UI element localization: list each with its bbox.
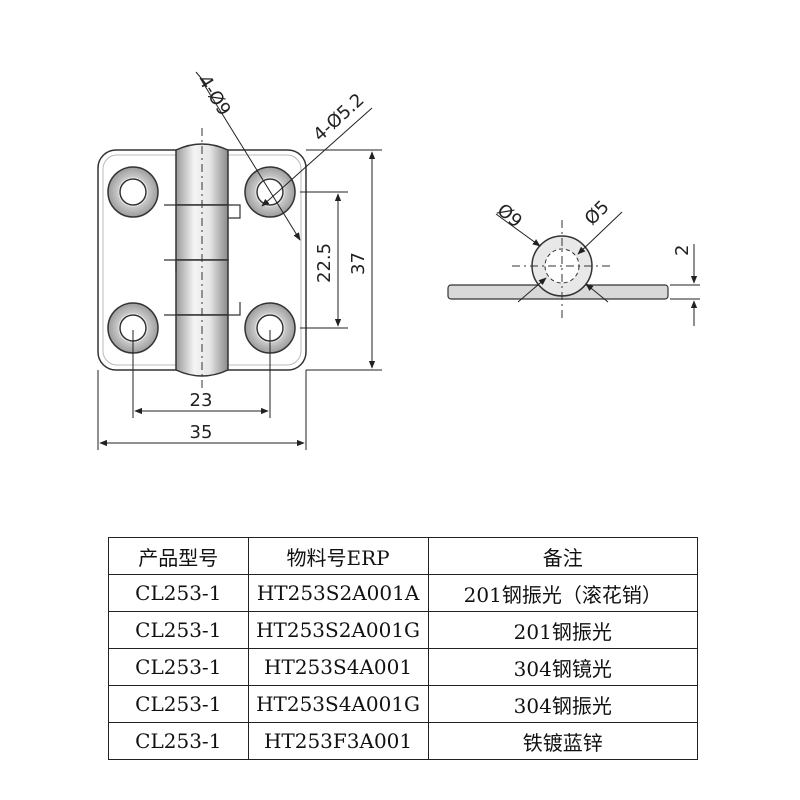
cell-model: CL253-1 bbox=[108, 611, 249, 649]
dim-width-inner: 23 bbox=[190, 390, 213, 411]
cell-erp: HT253S4A001 bbox=[247, 648, 429, 686]
side-leaders bbox=[495, 211, 700, 326]
table-row: CL253-1 HT253S4A001G 304钢振光 bbox=[108, 685, 698, 723]
cell-note: 304钢振光 bbox=[427, 685, 698, 723]
header-note: 备注 bbox=[427, 537, 698, 575]
dim-height-total: 37 bbox=[348, 252, 369, 275]
horizontal-dimensions bbox=[97, 330, 307, 450]
mounting-holes bbox=[107, 166, 296, 354]
vertical-dimensions bbox=[300, 149, 382, 371]
dim-width-total: 35 bbox=[190, 422, 213, 443]
cell-model: CL253-1 bbox=[108, 648, 249, 686]
cell-note: 铁镀蓝锌 bbox=[427, 722, 698, 760]
cell-model: CL253-1 bbox=[108, 722, 249, 760]
table-row: CL253-1 HT253F3A001 铁镀蓝锌 bbox=[108, 722, 698, 760]
hinge-side-view bbox=[447, 220, 669, 322]
side-dim-thickness: 2 bbox=[672, 245, 693, 256]
hinge-technical-drawing: 4-Ø9 4-Ø5.2 22.5 37 23 35 Ø bbox=[97, 71, 700, 450]
cell-note: 201钢振光 bbox=[427, 611, 698, 649]
hole-leaders bbox=[195, 71, 373, 241]
table-header-row: 产品型号 物料号ERP 备注 bbox=[108, 537, 698, 575]
cell-model: CL253-1 bbox=[108, 685, 249, 723]
table-row: CL253-1 HT253S2A001G 201钢振光 bbox=[108, 611, 698, 649]
cell-note: 304钢镜光 bbox=[427, 648, 698, 686]
dim-height-inner: 22.5 bbox=[314, 243, 335, 283]
dim-holes-large: 4-Ø9 bbox=[194, 72, 235, 120]
spec-table: 产品型号 物料号ERP 备注 CL253-1 HT253S2A001A 201钢… bbox=[108, 537, 698, 760]
cell-model: CL253-1 bbox=[108, 574, 249, 612]
cell-erp: HT253F3A001 bbox=[247, 722, 429, 760]
table-row: CL253-1 HT253S4A001 304钢镜光 bbox=[108, 648, 698, 686]
cell-note: 201钢振光（滚花销） bbox=[427, 574, 698, 612]
cell-erp: HT253S2A001A bbox=[247, 574, 429, 612]
cell-erp: HT253S2A001G bbox=[247, 611, 429, 649]
cell-erp: HT253S4A001G bbox=[247, 685, 429, 723]
hinge-knuckles bbox=[164, 128, 241, 392]
side-dim-outer: Ø9 bbox=[493, 200, 526, 233]
table-row: CL253-1 HT253S2A001A 201钢振光（滚花销） bbox=[108, 574, 698, 612]
header-erp: 物料号ERP bbox=[247, 537, 429, 575]
header-model: 产品型号 bbox=[108, 537, 249, 575]
